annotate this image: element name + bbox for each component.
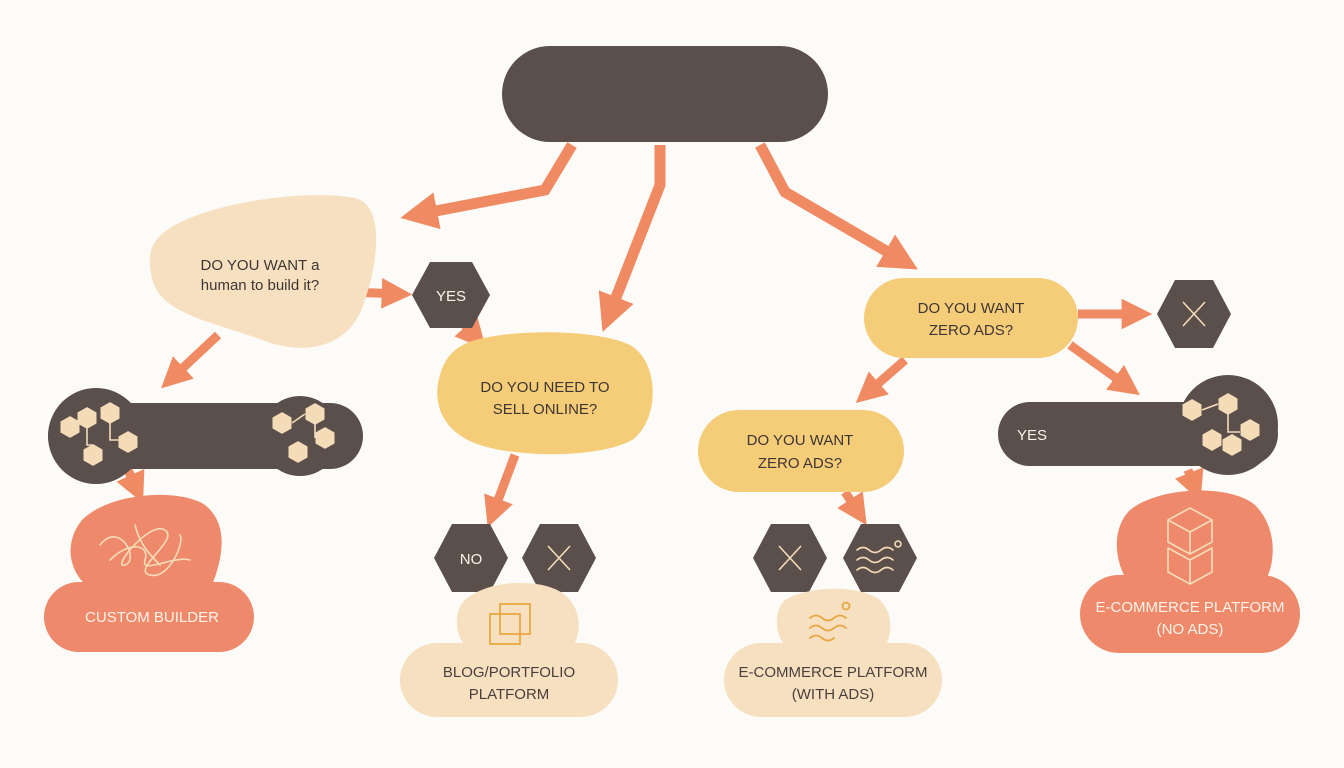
question-zero-ads-top bbox=[864, 278, 1078, 358]
waves-icon bbox=[809, 601, 851, 642]
result-blog-portfolio-line1: BLOG/PORTFOLIO bbox=[443, 664, 575, 681]
question-human-build-line1: DO YOU WANT a bbox=[201, 257, 321, 274]
question-zero-ads-bottom-line2: ZERO ADS? bbox=[758, 455, 842, 472]
question-zero-ads-top-line2: ZERO ADS? bbox=[929, 322, 1013, 339]
root-node bbox=[502, 46, 828, 142]
close-icon bbox=[778, 545, 802, 571]
copy-squares-icon bbox=[489, 603, 531, 645]
arrow-q4-to-waves bbox=[837, 489, 867, 526]
question-sell-online-line1: DO YOU NEED TO bbox=[480, 379, 609, 396]
result-blog-portfolio bbox=[400, 582, 618, 717]
result-ecommerce-with-ads-line1: E-COMMERCE PLATFORM bbox=[739, 664, 928, 681]
arrow-q3-to-yes bbox=[1067, 341, 1140, 396]
result-ecommerce-no-ads bbox=[1080, 490, 1300, 653]
arrow-yes-to-noads bbox=[1174, 467, 1204, 502]
arrow-bar-to-custom bbox=[116, 468, 145, 504]
no-hexagon bbox=[434, 524, 508, 592]
arrow-q1-to-custom-bar bbox=[161, 331, 222, 389]
connector-arrows bbox=[116, 142, 1204, 528]
close-icon bbox=[1182, 301, 1206, 327]
question-sell-online bbox=[437, 332, 653, 455]
arrow-root-to-q3 bbox=[755, 142, 918, 270]
waves-icon bbox=[856, 540, 902, 574]
custom-path-bar bbox=[48, 388, 363, 484]
result-ecommerce-no-ads-line1: E-COMMERCE PLATFORM bbox=[1096, 599, 1285, 616]
question-zero-ads-bottom bbox=[698, 410, 904, 492]
yes-bar-label: YES bbox=[1017, 427, 1047, 444]
question-human-build bbox=[149, 195, 377, 348]
network-icon bbox=[1182, 393, 1260, 456]
network-icon bbox=[60, 402, 138, 466]
question-sell-online-line2: SELL ONLINE? bbox=[493, 401, 598, 418]
result-ecommerce-no-ads-line2: (NO ADS) bbox=[1157, 621, 1224, 638]
yes-bar bbox=[998, 375, 1278, 475]
no-hexagon-label: NO bbox=[460, 551, 483, 568]
question-human-build-line2: human to build it? bbox=[201, 277, 319, 294]
question-zero-ads-top-line1: DO YOU WANT bbox=[918, 300, 1025, 317]
result-blog-portfolio-line2: PLATFORM bbox=[469, 686, 550, 703]
package-icon bbox=[1167, 507, 1213, 585]
result-custom-builder-label: CUSTOM BUILDER bbox=[85, 609, 219, 626]
network-icon bbox=[272, 403, 335, 463]
yes-hexagon bbox=[412, 262, 490, 328]
arrow-root-to-q2 bbox=[598, 145, 666, 332]
arrow-q3-to-q4 bbox=[855, 356, 908, 404]
arrow-q2-to-no bbox=[484, 453, 520, 528]
arrow-root-to-q1 bbox=[400, 142, 577, 230]
waves-hexagon bbox=[843, 524, 917, 592]
close-icon bbox=[547, 545, 571, 571]
scribble-icon bbox=[99, 524, 191, 576]
result-custom-builder bbox=[44, 494, 254, 652]
yes-hexagon-label: YES bbox=[436, 288, 466, 305]
question-zero-ads-bottom-line1: DO YOU WANT bbox=[747, 432, 854, 449]
result-ecommerce-with-ads-line2: (WITH ADS) bbox=[792, 686, 875, 703]
